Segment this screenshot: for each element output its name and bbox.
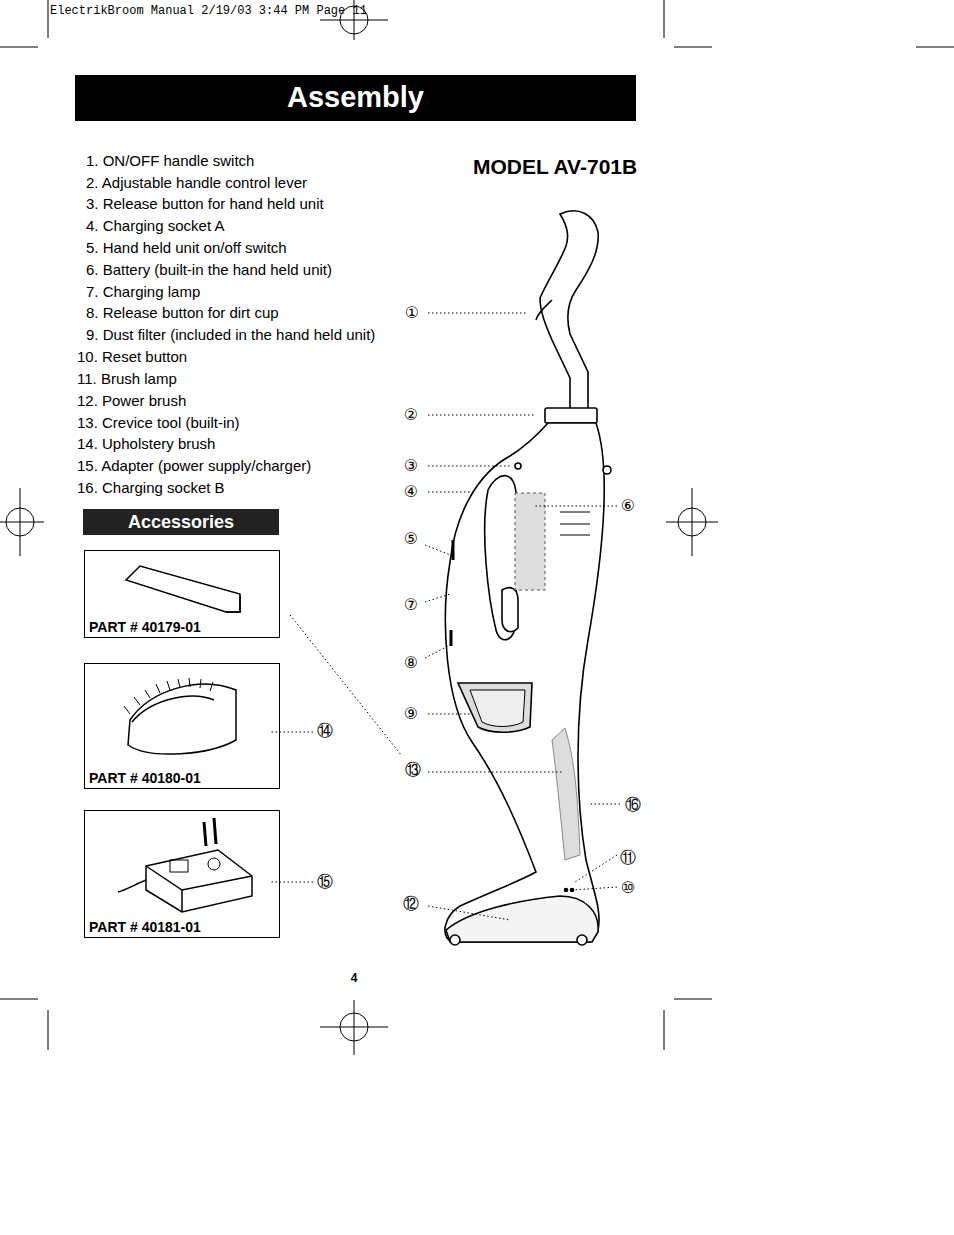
part-list-item: 12. Power brush [77,392,186,409]
callout-number: ⑯ [624,796,642,814]
callout-number: ③ [403,457,419,475]
part-number: PART # 40179-01 [89,619,201,635]
part-list-item: 11. Brush lamp [77,370,177,387]
part-list-item: 8. Release button for dirt cup [86,304,279,321]
callout-number: ⑫ [402,895,420,913]
part-list-item: 6. Battery (built-in the hand held unit) [86,261,332,278]
part-list-item: 13. Crevice tool (built-in) [77,414,240,431]
print-slug: ElectrikBroom Manual 2/19/03 3:44 PM Pag… [50,5,367,19]
callout-number: ⑮ [316,873,334,891]
part-list-item: 10. Reset button [77,348,187,365]
band-heading: Accessories [128,512,234,533]
part-list-item: 2. Adjustable handle control lever [86,174,307,191]
page-number: 4 [351,972,358,986]
callout-number: ⑪ [619,849,637,867]
part-list-item: 4. Charging socket A [86,217,224,234]
accessory-box: PART # 40181-01 [84,810,280,938]
section-band: Accessories [83,509,279,535]
band-heading: Assembly [287,81,424,114]
model-heading: MODEL AV-701B [473,155,637,179]
accessory-drawings [118,566,252,912]
part-list-item: 3. Release button for hand held unit [86,195,324,212]
part-number: PART # 40181-01 [89,919,201,935]
callout-number: ⑨ [403,705,419,723]
callout-number: ① [404,304,420,322]
accessory-box: PART # 40179-01 [84,550,280,638]
part-list-item: 14. Upholstery brush [77,435,215,452]
callout-number: ④ [403,483,419,501]
leader-lines [270,313,620,920]
callout-number: ⑬ [404,761,422,779]
title-band: Assembly [75,75,636,121]
callout-number: ⑥ [620,497,636,515]
part-list-item: 1. ON/OFF handle switch [86,152,254,169]
accessory-box: PART # 40180-01 [84,663,280,789]
part-number: PART # 40180-01 [89,770,201,786]
part-list-item: 16. Charging socket B [77,479,225,496]
vacuum-drawing [445,211,611,945]
crop-marks [0,0,954,1055]
part-list-item: 5. Hand held unit on/off switch [86,239,287,256]
callout-number: ⑦ [403,596,419,614]
callout-number: ⑧ [403,654,419,672]
part-list-item: 15. Adapter (power supply/charger) [77,457,311,474]
callout-number: ⑤ [403,530,419,548]
callout-number: ⑩ [620,879,636,897]
part-list-item: 7. Charging lamp [86,283,200,300]
callout-number: ② [403,406,419,424]
callout-number: ⑭ [316,722,334,740]
part-list-item: 9. Dust filter (included in the hand hel… [86,326,375,343]
